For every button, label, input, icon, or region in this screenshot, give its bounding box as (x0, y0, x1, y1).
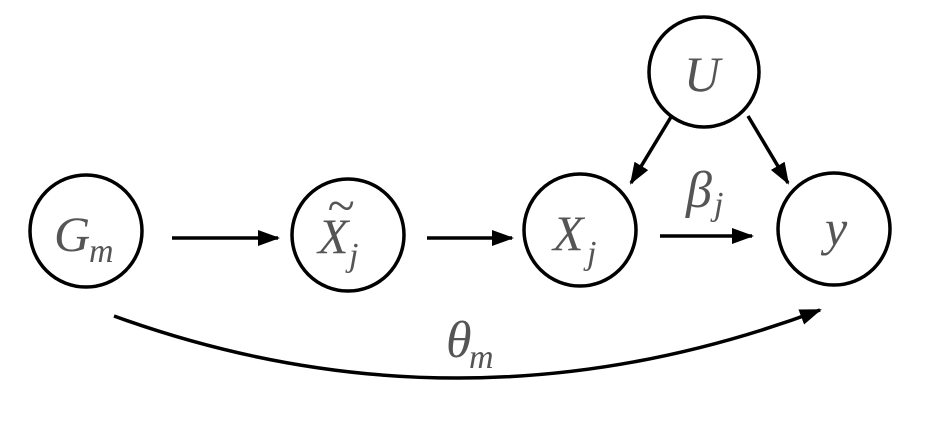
node-u-circle (647, 15, 761, 129)
node-x-j-label: X (551, 205, 586, 261)
node-y: y (776, 171, 892, 287)
edge-u-to-xj (629, 116, 673, 185)
edge-label-theta-subscript: m (469, 339, 494, 376)
node-g-m-label: G (54, 206, 90, 262)
node-y-circle (776, 171, 892, 287)
node-x-tilde-j-label: X (316, 208, 351, 264)
edge-label-theta: θ (446, 312, 472, 369)
node-u: U (647, 15, 761, 129)
node-g-m-subscript: m (89, 233, 114, 270)
edge-label-beta: β (685, 162, 712, 219)
node-x-tilde-j-subscript: j (345, 237, 358, 274)
node-u-label: U (684, 46, 723, 102)
node-y-label: y (820, 200, 848, 256)
node-g-m: G m (28, 173, 144, 289)
node-g-m-circle (28, 173, 144, 289)
edge-label-theta-m: θ m (446, 312, 494, 376)
node-x-j: X j (522, 172, 638, 288)
edge-label-beta-subscript: j (710, 186, 723, 223)
edge-gm-to-y-curved (113, 308, 822, 380)
edge-u-to-y (746, 115, 790, 185)
node-x-j-circle (522, 172, 638, 288)
node-x-tilde-j-accent: ~ (327, 177, 354, 233)
node-x-tilde-j-circle (290, 177, 406, 293)
edge-label-beta-j: β j (685, 162, 723, 223)
node-x-j-subscript: j (583, 235, 596, 272)
node-x-tilde-j: X ~ j (290, 177, 406, 293)
